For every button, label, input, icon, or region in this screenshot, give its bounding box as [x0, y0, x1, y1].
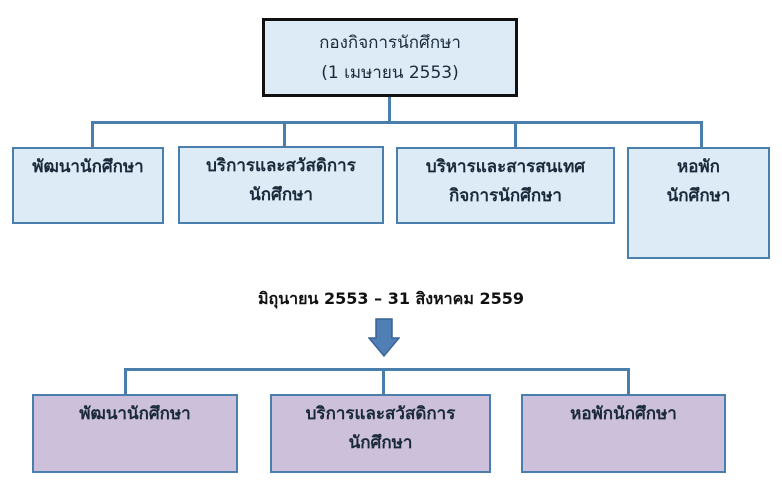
bottom-unit-student-services-welfare: บริการและสวัสดิการ นักศึกษา [270, 394, 491, 473]
connector-top-horizontal [91, 121, 703, 124]
connector-bottom-unit-1 [124, 368, 127, 395]
connector-bottom-unit-3 [627, 368, 630, 395]
down-arrow-icon [368, 318, 400, 358]
top-unit-2-line1: บริการและสวัสดิการ [206, 156, 356, 176]
bottom-unit-3-line1: หอพักนักศึกษา [570, 404, 677, 424]
top-unit-admin-information: บริหารและสารสนเทศ กิจการนักศึกษา [396, 147, 615, 224]
root-node-date: (1 เมษายน 2553) [321, 62, 459, 83]
top-unit-dormitory: หอพัก นักศึกษา [627, 147, 770, 259]
top-unit-3-line2: กิจการนักศึกษา [449, 186, 562, 206]
bottom-unit-1-line1: พัฒนานักศึกษา [79, 404, 191, 424]
connector-root-down [388, 95, 391, 123]
period-label: มิถุนายน 2553 – 31 สิงหาคม 2559 [257, 289, 524, 308]
connector-top-unit-3 [514, 121, 517, 148]
connector-top-unit-1 [91, 121, 94, 148]
top-unit-4-line1: หอพัก [677, 157, 720, 177]
top-unit-student-services-welfare: บริการและสวัสดิการ นักศึกษา [178, 146, 384, 224]
top-unit-student-development: พัฒนานักศึกษา [12, 147, 164, 224]
bottom-unit-student-development: พัฒนานักศึกษา [32, 394, 238, 473]
bottom-unit-dormitory: หอพักนักศึกษา [521, 394, 726, 473]
bottom-unit-2-line1: บริการและสวัสดิการ [305, 404, 456, 424]
top-unit-3-line1: บริหารและสารสนเทศ [425, 157, 586, 177]
connector-bottom-horizontal [124, 368, 630, 371]
bottom-unit-2-line2: นักศึกษา [348, 433, 413, 453]
connector-bottom-unit-2 [382, 368, 385, 395]
connector-top-unit-4 [700, 121, 703, 148]
top-unit-4-line2: นักศึกษา [666, 186, 731, 206]
connector-top-unit-2 [283, 121, 286, 147]
top-unit-1-line1: พัฒนานักศึกษา [32, 157, 144, 177]
root-node: กองกิจการนักศึกษา (1 เมษายน 2553) [262, 18, 518, 97]
top-unit-2-line2: นักศึกษา [249, 185, 313, 205]
root-node-title: กองกิจการนักศึกษา [319, 32, 461, 53]
